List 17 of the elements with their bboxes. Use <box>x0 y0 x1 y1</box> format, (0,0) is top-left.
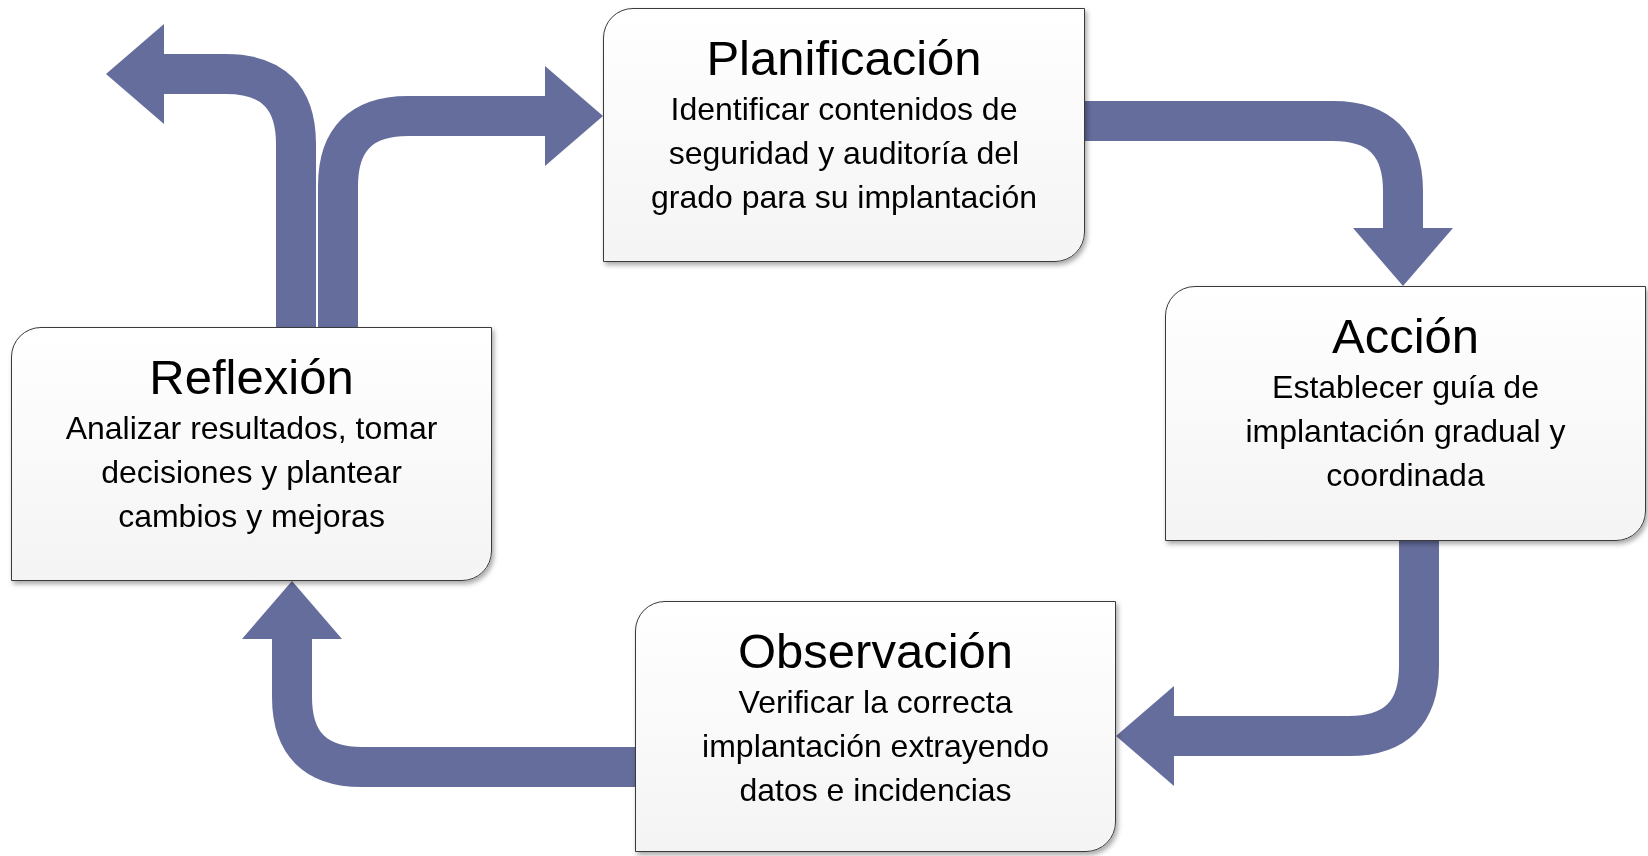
box-title: Planificación <box>706 30 982 87</box>
box-title: Reflexión <box>149 349 354 406</box>
arrow <box>242 581 635 787</box>
box-description: Analizar resultados, tomar decisiones y plantear cambios y mejoras <box>64 409 439 536</box>
process-box <box>635 601 1116 852</box>
process-box <box>1165 286 1646 541</box>
box-description: Identificar contenidos de seguridad y auditoría del grado para su implantación <box>650 90 1038 217</box>
box-description: Establecer guía de implantación gradual y coordinada <box>1244 368 1567 495</box>
box-description: Verificar la correcta implantación extrayendo datos e incidencias <box>701 683 1050 810</box>
box-title: Acción <box>1331 308 1480 365</box>
arrow <box>1085 101 1453 286</box>
arrow <box>106 24 316 327</box>
arrow <box>1116 541 1439 786</box>
arrow <box>318 66 603 327</box>
process-box <box>603 8 1085 262</box>
process-box <box>11 327 492 581</box>
box-title: Observación <box>737 623 1014 680</box>
